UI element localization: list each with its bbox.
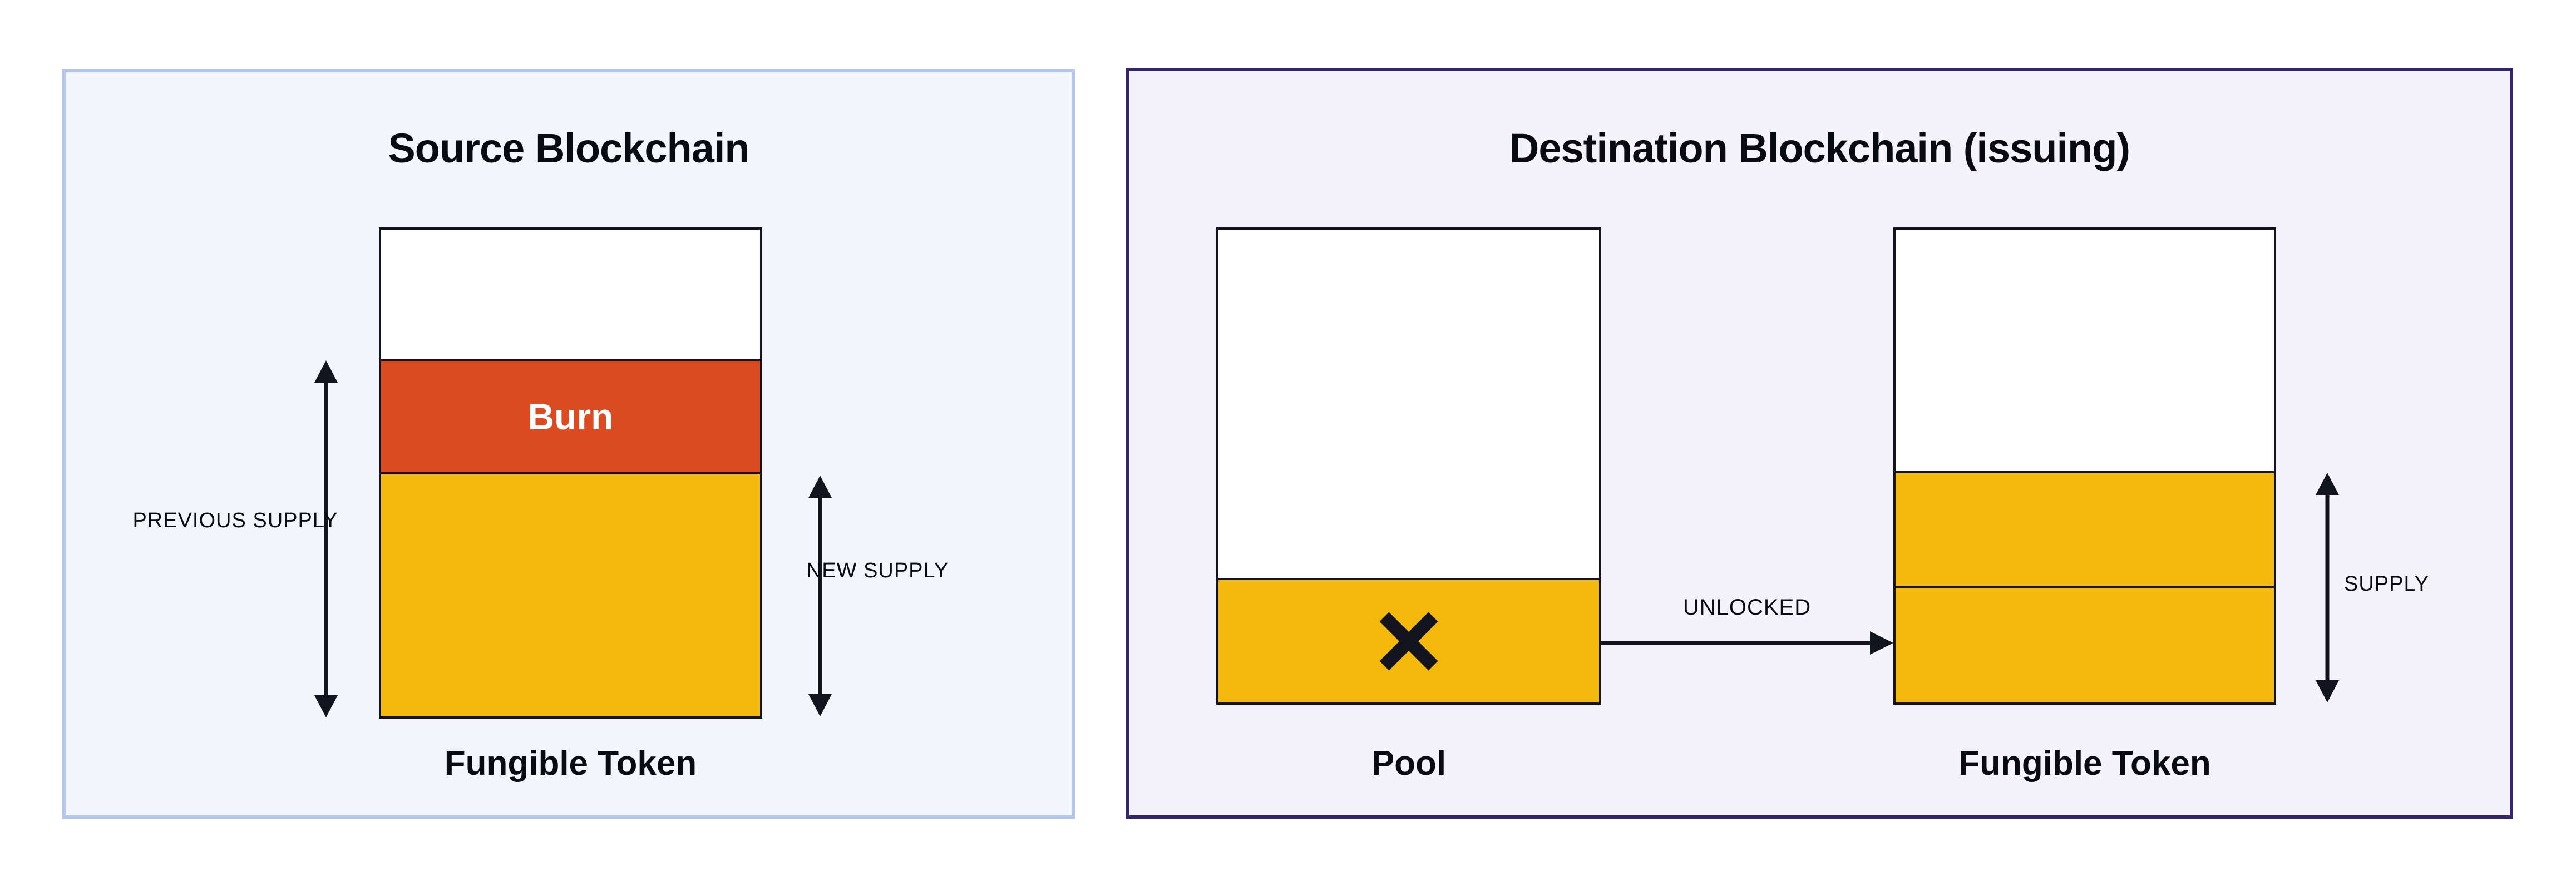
- arrow-shaft: [324, 376, 328, 702]
- unlocked-label: UNLOCKED: [1682, 595, 1812, 620]
- previous-supply-arrow: [314, 360, 338, 717]
- pool-bar-empty-segment: [1218, 230, 1599, 578]
- arrow-shaft: [2325, 488, 2330, 687]
- destination-panel-title: Destination Blockchain (issuing): [1509, 125, 2130, 171]
- supply-label: SUPPLY: [2344, 572, 2430, 596]
- unlocked-arrow: [1601, 631, 1893, 655]
- source-bar-supply-segment: [381, 474, 760, 716]
- arrow-down-head: [808, 694, 832, 716]
- new-supply-label: NEW SUPPLY: [806, 559, 949, 582]
- pool-bar-locked-segment: [1218, 578, 1599, 702]
- source-bar-burn-segment: Burn: [381, 359, 760, 474]
- supply-arrow: [2316, 473, 2339, 702]
- source-token-bar: Burn: [379, 227, 762, 719]
- cross-icon: [1379, 612, 1438, 671]
- pool-bar: [1216, 227, 1601, 705]
- burn-segment-label: Burn: [527, 396, 614, 437]
- destination-bar-supply-lower-segment: [1896, 586, 2274, 702]
- arrow-down-head: [2316, 680, 2339, 702]
- previous-supply-label: PREVIOUS SUPPLY: [132, 509, 338, 532]
- arrow-right-head: [1870, 631, 1893, 655]
- source-token-caption: Fungible Token: [444, 744, 697, 783]
- arrow-shaft: [818, 491, 822, 701]
- destination-bar-supply-upper-segment: [1896, 471, 2274, 586]
- source-bar-empty-segment: [381, 230, 760, 359]
- pool-caption: Pool: [1371, 744, 1447, 783]
- arrow-down-head: [314, 695, 338, 717]
- destination-token-bar: [1893, 227, 2276, 705]
- source-panel-title: Source Blockchain: [388, 125, 749, 171]
- destination-bar-empty-segment: [1896, 230, 2274, 471]
- arrow-shaft: [1601, 641, 1877, 645]
- destination-token-caption: Fungible Token: [1958, 744, 2211, 783]
- new-supply-arrow: [808, 476, 832, 716]
